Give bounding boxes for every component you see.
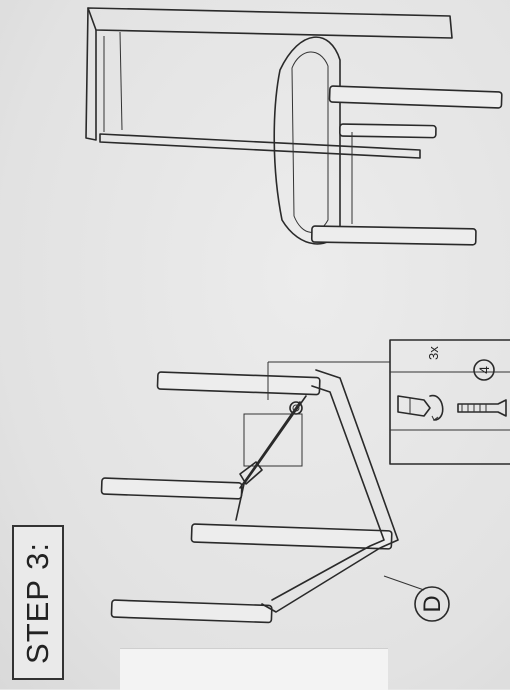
blank-paper-strip xyxy=(120,648,388,690)
corner-bracket-detail-box xyxy=(243,413,303,467)
part-4-label: 4 xyxy=(476,366,492,374)
bolt-icon xyxy=(457,399,507,417)
bolt-thread xyxy=(461,404,487,412)
rotate-arrow-icon xyxy=(429,395,444,421)
part-d-circle xyxy=(414,586,450,622)
assembled-chair-illustration xyxy=(85,7,503,246)
quantity-label: 3x xyxy=(426,346,441,360)
part-d-label: D xyxy=(419,595,446,612)
allen-key-icon xyxy=(397,395,431,417)
rotate-arrow-head xyxy=(431,415,439,421)
backrest-top-rail xyxy=(87,7,453,39)
seat-inner-edge xyxy=(291,51,329,233)
frame-leg-2 xyxy=(100,477,243,500)
seat-frame-outer-rail xyxy=(261,369,399,613)
corner-bracket xyxy=(239,461,263,485)
backrest-lower-rail xyxy=(99,133,421,159)
chair-leg-front-right xyxy=(310,225,477,246)
frame-leg-4 xyxy=(110,599,273,624)
backrest-left-post xyxy=(85,7,97,141)
frame-leg-3 xyxy=(190,523,393,550)
seat-frame-inner-rail xyxy=(271,385,385,601)
seat-frame-illustration xyxy=(100,361,399,624)
chair-leg-front-left xyxy=(328,85,503,109)
hardware-detail-box xyxy=(389,339,510,465)
frame-leg-1 xyxy=(156,371,321,396)
backrest-splat-line-2 xyxy=(119,31,123,131)
hardware-callout: 3x 4 xyxy=(389,339,510,465)
seat-frame-side-rail xyxy=(235,395,307,521)
part-d-callout: D xyxy=(383,575,450,622)
chair-leg-back-left xyxy=(339,123,437,139)
seat-cushion xyxy=(273,36,341,245)
part-d-leader-line xyxy=(383,575,425,591)
bolt-hole-inner xyxy=(292,404,300,412)
part-4-circle xyxy=(473,359,495,381)
step-box: STEP 3: xyxy=(12,525,64,680)
seat-frame-side-rail-inner xyxy=(239,401,301,489)
bolt-hole xyxy=(289,401,303,415)
